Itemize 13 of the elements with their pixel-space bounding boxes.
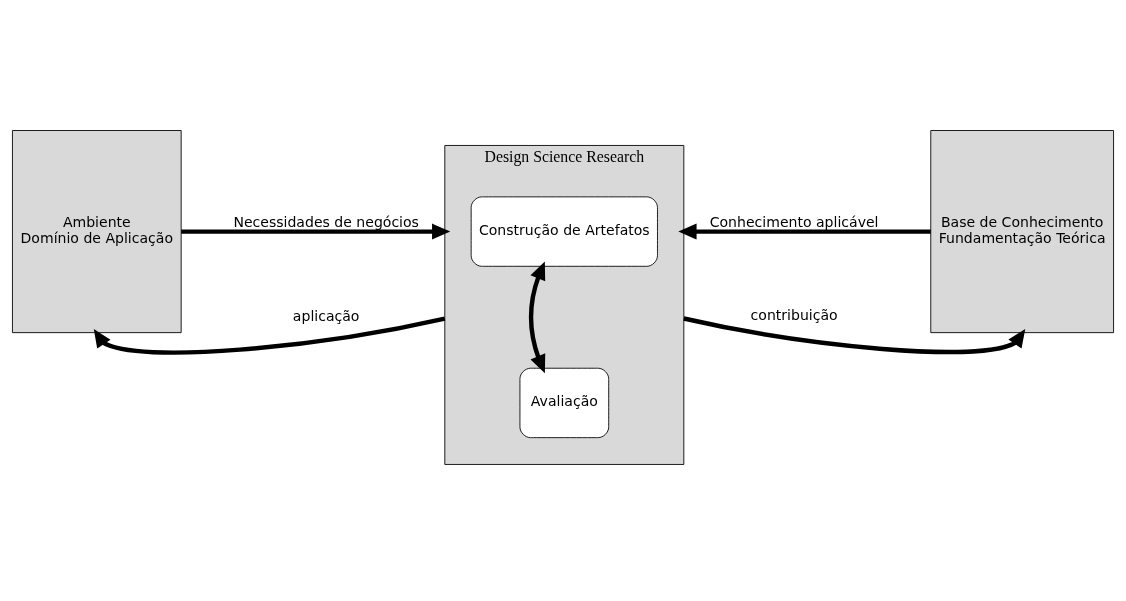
arrow — [683, 315, 1026, 354]
node-box: Ambiente Domínio de Aplicação — [12, 129, 182, 333]
arrow — [93, 316, 446, 355]
arrow — [528, 260, 546, 373]
edge-label: aplicação — [292, 307, 360, 324]
node-box: Avaliação — [519, 367, 610, 438]
arrow — [678, 223, 931, 240]
arrow — [181, 223, 451, 240]
edge-label: contribuição — [750, 306, 838, 323]
edge-label: Necessidades de negócios — [233, 213, 419, 230]
edge-label: Conhecimento aplicável — [709, 213, 879, 230]
node-box: Construção de Artefatos — [470, 195, 658, 267]
node-box: Base de Conhecimento Fundamentação Teórica — [930, 129, 1114, 333]
